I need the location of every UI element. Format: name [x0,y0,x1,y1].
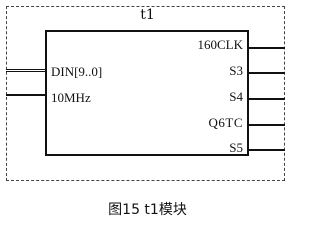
port-s5: S5 [229,140,243,155]
figure-caption: 图15 t1模块 [108,202,187,218]
module-instance-name: t1 [140,7,155,23]
out-160clk-wire [249,47,285,49]
module-block [45,30,249,156]
din-bus-wire [6,69,45,72]
clk-10mhz-wire [6,94,45,96]
port-din: DIN[9..0] [51,64,103,79]
out-q6tc-wire [249,124,285,126]
out-s3-wire [249,72,285,74]
port-160clk: 160CLK [197,37,244,52]
port-10mhz: 10MHz [51,90,91,105]
module-boundary [6,6,285,181]
out-s5-wire [249,149,285,151]
port-s3: S3 [229,63,243,78]
port-s4: S4 [229,89,243,104]
port-q6tc: Q6TC [208,115,243,130]
out-s4-wire [249,98,285,100]
